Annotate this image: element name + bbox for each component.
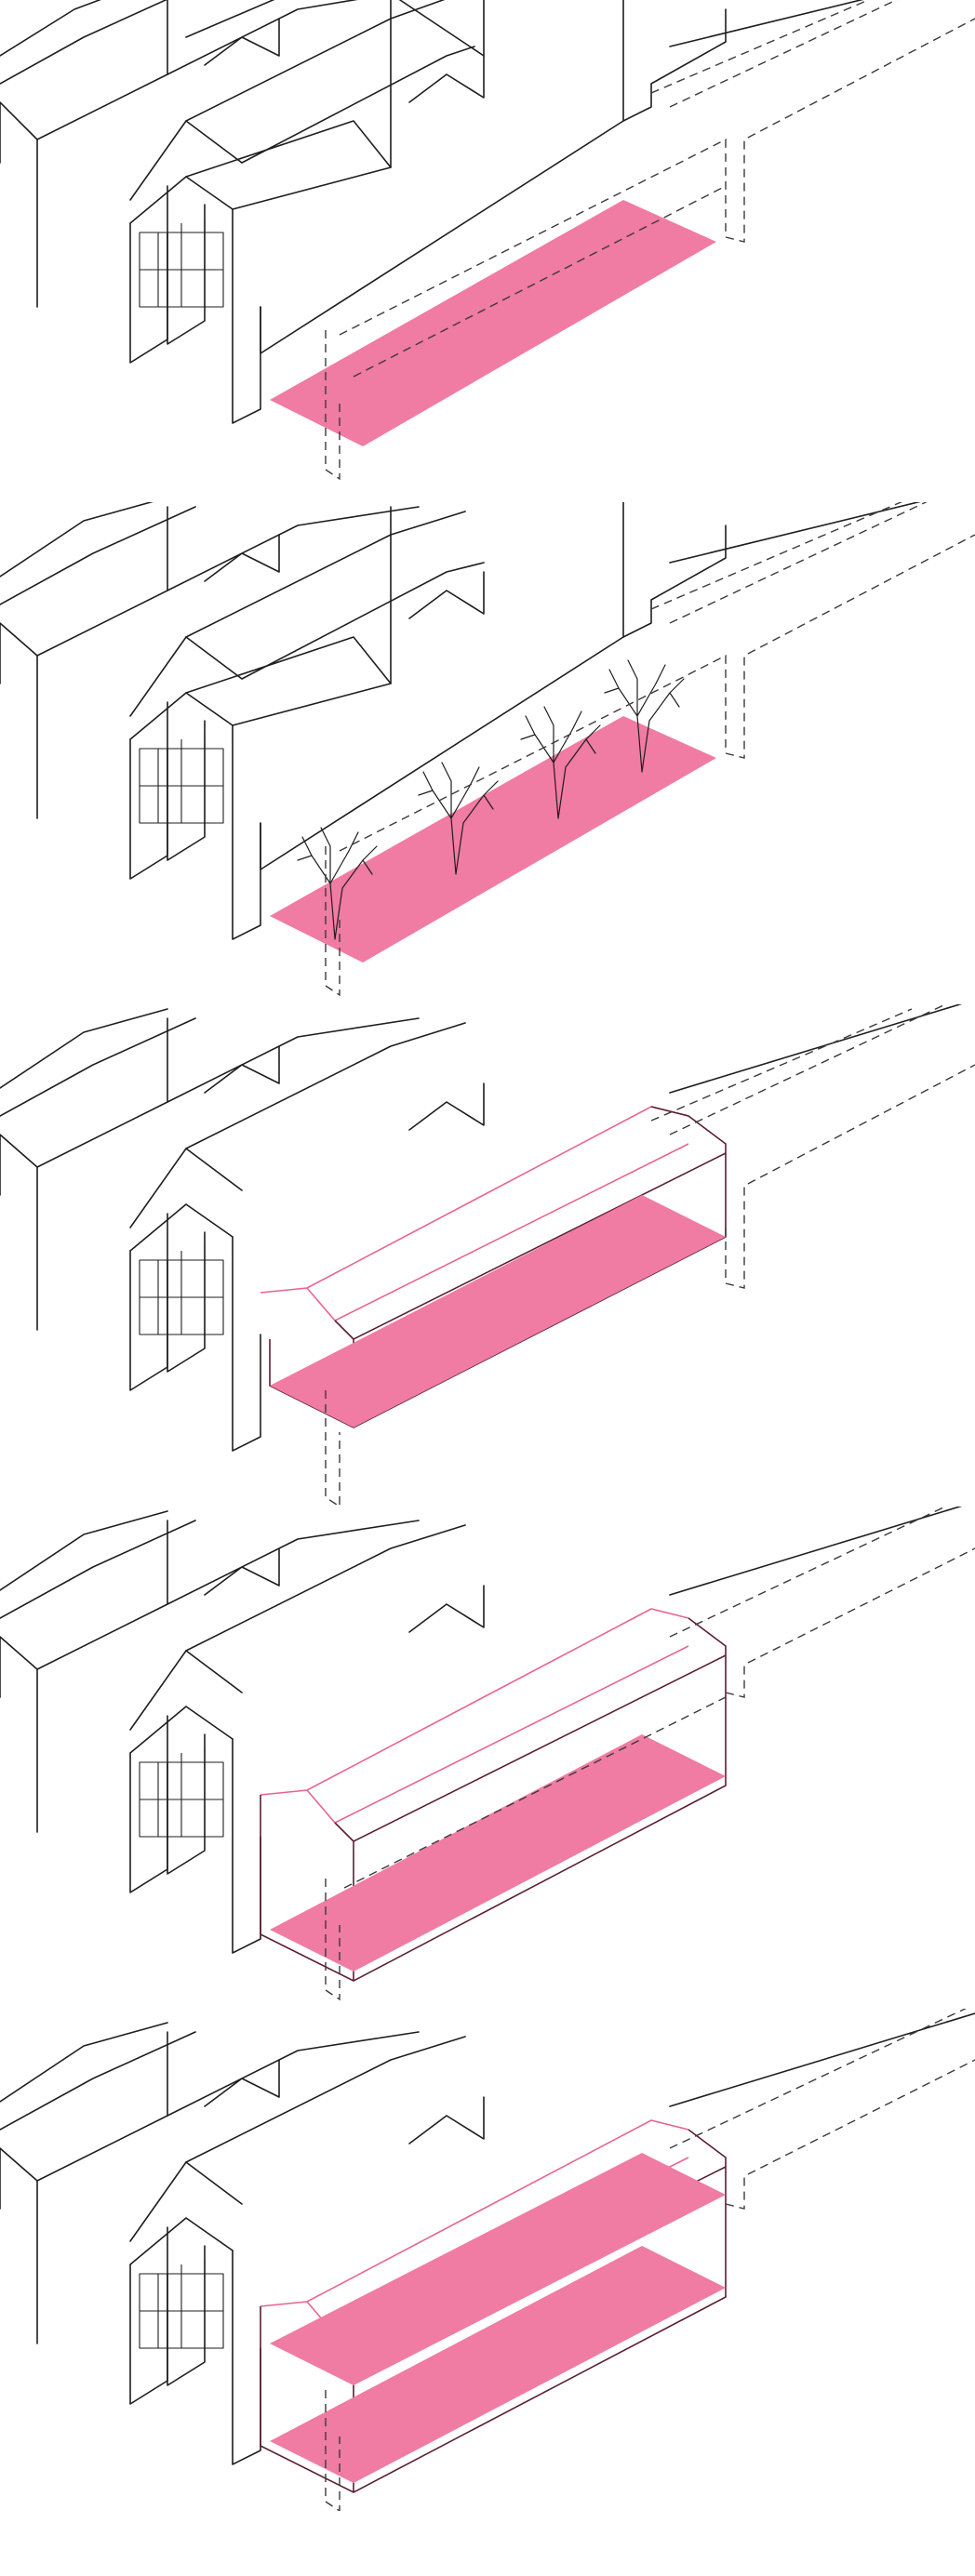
dashed-outline [325,1004,975,1507]
upper-slab [270,2153,726,2385]
tree-3 [520,706,601,819]
panel-stage-3 [0,1004,975,1507]
stage-3-drawing [0,1004,975,1507]
existing-sheds [0,1004,963,1452]
existing-sheds [0,0,864,424]
panel-stage-4 [0,1507,975,2009]
dashed-outline [325,502,975,997]
tree-4 [604,659,685,773]
ground-slab [270,716,716,963]
tree-2 [418,762,499,875]
stage-1-drawing [0,0,975,481]
dashed-outline [325,0,975,481]
panel-stage-2 [0,502,975,1004]
existing-sheds [0,502,921,940]
stage-5-drawing [0,2009,975,2511]
trees [297,659,685,940]
dashed-outline [325,2009,975,2511]
existing-sheds [0,1507,963,1954]
ground-slab [270,2246,726,2483]
stage-4-drawing [0,1507,975,2001]
tree-1 [297,827,378,940]
dashed-outline [325,1507,975,2001]
raised-slab [270,1195,726,1427]
ground-slab [270,200,716,446]
panel-stage-5 [0,2009,975,2511]
existing-sheds [0,2012,975,2465]
ground-slab [270,1734,726,1972]
stage-2-drawing [0,502,975,997]
panel-stage-1 [0,0,975,502]
